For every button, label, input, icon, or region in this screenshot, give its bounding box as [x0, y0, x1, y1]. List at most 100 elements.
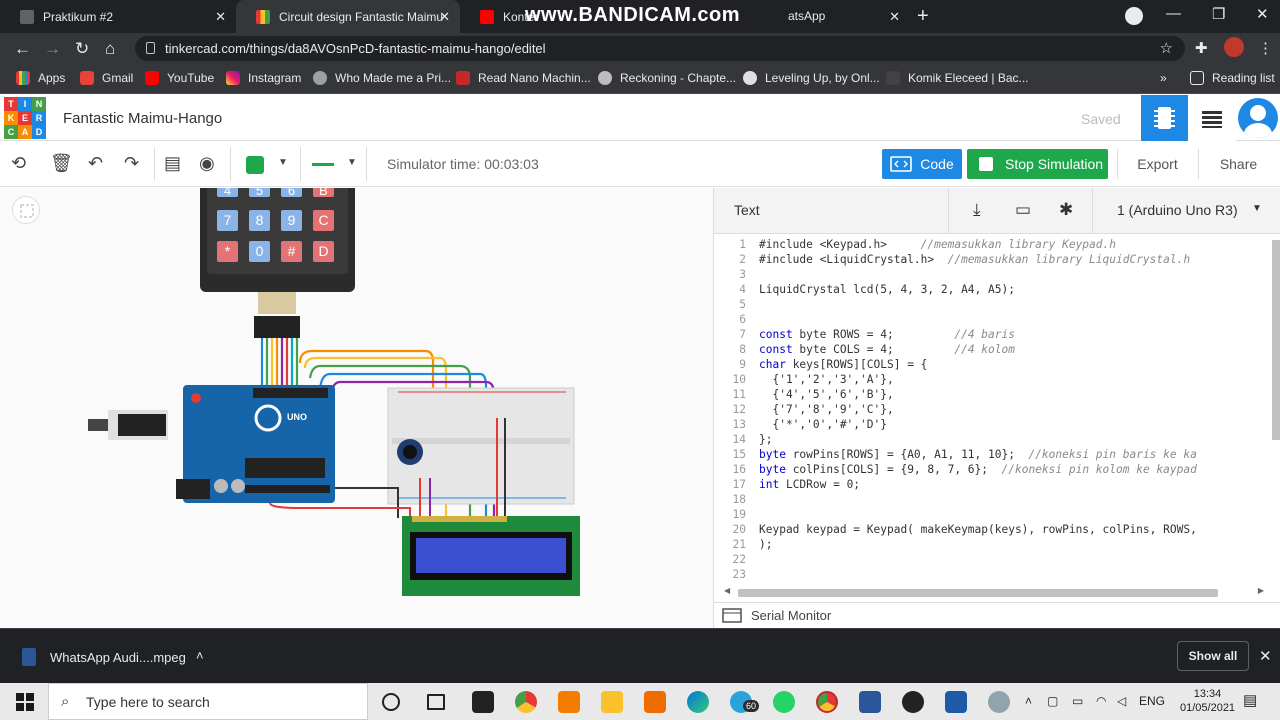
photos-icon[interactable] [945, 691, 967, 713]
bookmark-nano-machine[interactable]: Read Nano Machin... [456, 71, 591, 85]
code-line[interactable]: 23 [714, 568, 1274, 582]
visibility-eye-icon[interactable]: ◉ [199, 153, 215, 173]
bookmark-reckoning[interactable]: Reckoning - Chapte... [598, 71, 736, 85]
download-icon[interactable]: ⤓ [973, 200, 981, 219]
code-line[interactable]: 13 {'*','0','#','D'} [714, 418, 1274, 433]
project-title[interactable]: Fantastic Maimu-Hango [63, 110, 223, 127]
debugger-bug-icon[interactable]: ✱ [1059, 200, 1074, 219]
chrome-icon[interactable] [515, 691, 537, 713]
tab-close-icon[interactable]: ✕ [439, 9, 450, 24]
camera-icon[interactable]: ▢ [1047, 694, 1059, 708]
components-list-button[interactable] [1188, 95, 1236, 141]
scrollbar-thumb[interactable] [738, 589, 1218, 597]
notes-icon[interactable]: ▤ [164, 153, 182, 173]
code-line[interactable]: 2#include <LiquidCrystal.h> //memasukkan… [714, 253, 1274, 268]
board-dropdown-caret-icon[interactable]: ▼ [1252, 203, 1262, 214]
keypad-key[interactable]: B [313, 188, 334, 198]
redo-icon[interactable]: ↷ [124, 153, 140, 173]
code-line[interactable]: 10 {'1','2','3','A'}, [714, 373, 1274, 388]
code-button[interactable]: Code [882, 149, 962, 179]
wire-type-icon[interactable] [312, 163, 334, 166]
keypad-key[interactable]: # [281, 241, 302, 262]
tray-chevron-up-icon[interactable]: ˄ [1025, 694, 1033, 708]
bookmark-star-icon[interactable]: ☆ [1159, 40, 1173, 57]
keypad-key[interactable]: 7 [217, 210, 238, 231]
notifications-icon[interactable]: ▤ [1243, 692, 1258, 709]
code-mode-select[interactable]: Text [734, 202, 760, 218]
code-line[interactable]: 11 {'4','5','6','B'}, [714, 388, 1274, 403]
reading-list-button[interactable]: Reading list [1190, 71, 1275, 85]
show-all-button[interactable]: Show all [1177, 641, 1249, 671]
bookmark-youtube[interactable]: YouTube [145, 71, 214, 85]
delete-trash-icon[interactable]: 🗑 [50, 153, 73, 173]
stop-simulation-button[interactable]: Stop Simulation [967, 149, 1108, 179]
close-icon[interactable]: ✕ [1259, 648, 1272, 665]
more-bookmarks-button[interactable]: » [1160, 71, 1167, 85]
zoom-to-fit-button[interactable] [12, 196, 40, 224]
terminal-icon[interactable] [472, 691, 494, 713]
word-icon[interactable] [859, 691, 881, 713]
share-button[interactable]: Share [1198, 149, 1278, 179]
volume-icon[interactable]: ◁ [1117, 694, 1127, 708]
code-line[interactable]: 12 {'7','8','9','C'}, [714, 403, 1274, 418]
wifi-icon[interactable]: ◠ [1096, 694, 1107, 708]
chrome-profile-taskbar-icon[interactable] [816, 691, 838, 713]
bookmark-eleceed[interactable]: Komik Eleceed | Bac... [886, 71, 1029, 85]
extensions-puzzle-icon[interactable]: ✚ [1195, 40, 1208, 57]
code-line[interactable]: 14}; [714, 433, 1274, 448]
code-line[interactable]: 5 [714, 298, 1274, 313]
edge-icon[interactable] [687, 691, 709, 713]
code-line[interactable]: 22 [714, 553, 1274, 568]
tab-close-icon[interactable]: ✕ [889, 9, 900, 24]
task-view-icon[interactable] [427, 694, 445, 710]
app-icon[interactable] [988, 691, 1010, 713]
circuit-canvas[interactable]: 4 5 6 B 7 8 9 C * 0 # D UNO [0, 188, 713, 628]
new-tab-button[interactable]: + [917, 5, 929, 27]
keypad-key[interactable]: 9 [281, 210, 302, 231]
code-line[interactable]: 19 [714, 508, 1274, 523]
scrollbar-thumb[interactable] [1272, 240, 1280, 440]
bandicam-icon[interactable] [902, 691, 924, 713]
chrome-profile-icon[interactable] [1125, 7, 1143, 25]
tinkercad-logo[interactable]: T I N K E R C A D [4, 97, 46, 139]
home-icon[interactable]: ⌂ [105, 39, 116, 58]
browser-tab-praktikum[interactable]: Praktikum #2 ✕ [0, 0, 236, 33]
board-select[interactable]: 1 (Arduino Uno R3) [1117, 202, 1238, 218]
chevron-up-icon[interactable]: ˄ [196, 648, 204, 663]
keypad-key[interactable]: 0 [249, 241, 270, 262]
whatsapp-icon[interactable] [773, 691, 795, 713]
user-avatar[interactable] [1238, 98, 1278, 138]
vertical-scrollbar[interactable] [1272, 240, 1280, 580]
bookmark-apps[interactable]: Apps [16, 71, 65, 85]
keypad-key[interactable]: * [217, 241, 238, 262]
back-arrow-icon[interactable]: ← [14, 39, 31, 58]
scroll-left-icon[interactable]: ◀ [724, 586, 731, 595]
browser-tab-circuit-design[interactable]: Circuit design Fantastic Maimu-H ✕ [236, 0, 460, 33]
bookmark-leveling-up[interactable]: Leveling Up, by Onl... [743, 71, 880, 85]
profile-avatar[interactable] [1224, 37, 1244, 57]
system-clock[interactable]: 13:34 01/05/2021 [1180, 687, 1235, 715]
bookmark-instagram[interactable]: Instagram [226, 71, 301, 85]
code-line[interactable]: 3 [714, 268, 1274, 283]
code-line[interactable]: 18 [714, 493, 1274, 508]
code-editor[interactable]: 1#include <Keypad.h> //memasukkan librar… [714, 234, 1274, 582]
download-item[interactable]: WhatsApp Audi....mpeg [50, 650, 186, 665]
bookmark-gmail[interactable]: Gmail [80, 71, 133, 85]
keypad-key[interactable]: 8 [249, 210, 270, 231]
forward-arrow-icon[interactable]: → [44, 39, 61, 58]
window-close-icon[interactable]: ✕ [1256, 6, 1269, 23]
wire-type-caret-icon[interactable]: ▼ [347, 157, 357, 168]
upload-libraries-icon[interactable]: ▭ [1015, 200, 1032, 219]
keypad-key[interactable]: 4 [217, 188, 238, 198]
tab-close-icon[interactable]: ✕ [215, 9, 226, 24]
xampp-icon[interactable] [644, 691, 666, 713]
keypad-key[interactable]: C [313, 210, 334, 231]
horizontal-scrollbar[interactable]: ◀ ▶ [724, 586, 1264, 598]
export-button[interactable]: Export [1117, 149, 1197, 179]
reload-icon[interactable]: ↻ [75, 39, 90, 58]
